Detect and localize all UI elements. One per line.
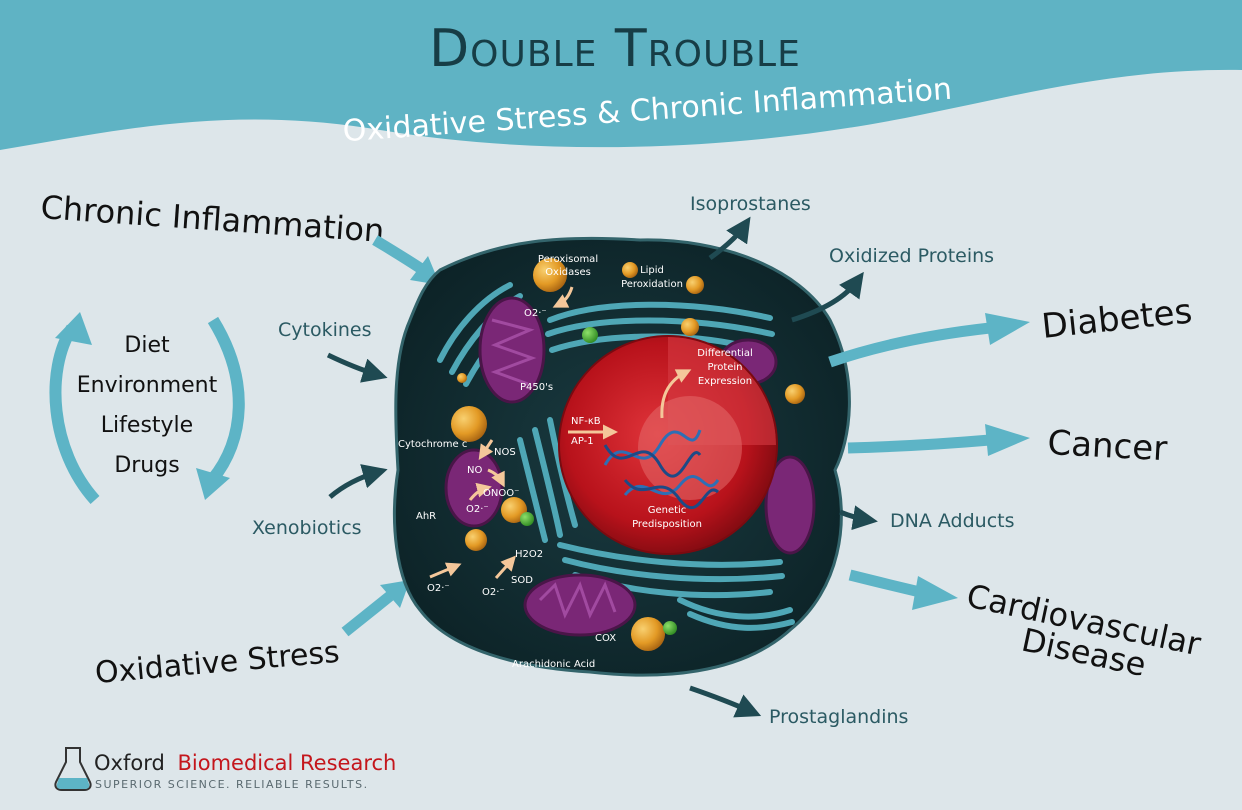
arrow-inflammation-to-cell [372,235,423,273]
vesicle-mid-left [451,406,487,442]
arrow-to-cardio [848,569,922,598]
logo-brand-black: Oxford [94,751,165,775]
label-o2-mid: O2·⁻ [466,504,489,515]
label-cytokines: Cytokines [278,319,372,341]
arrow-cytokines [326,352,388,383]
label-genetic-2: Predisposition [632,519,702,530]
label-p450: P450's [520,382,553,393]
arrow-xenobiotics [328,464,388,499]
cell: Peroxisomal Oxidases Lipid Peroxidation … [393,236,851,677]
label-chronic-inflammation: Chronic Inflammation [39,188,385,250]
arrow-cytochrome [478,439,494,460]
dna-helix-lower [623,475,720,510]
vesicle-right [785,384,805,404]
nucleus [558,335,778,555]
label-genetic-1: Genetic [648,505,687,516]
label-nfkb: NF-κB [571,416,601,427]
arrow-to-diabetes [828,322,991,368]
logo-tagline: SUPERIOR SCIENCE. RELIABLE RESULTS. [95,778,369,791]
arrow-dna-adducts [839,505,878,531]
vesicle-lower-left [465,529,487,551]
cycle-arrow-left [49,324,100,505]
cycle-arrowhead-left [55,312,92,345]
label-nos: NOS [494,447,516,458]
label-peroxisomal-2: Oxidases [545,267,591,278]
arrowhead-cardio [912,576,958,610]
dna-helix-upper [603,429,702,478]
cycle-arrowhead-right [196,468,230,500]
flask-icon [54,747,92,791]
label-o2-bottom: O2·⁻ [482,587,505,598]
page-title: Double Trouble [429,19,801,79]
cycle-arrow-right [207,316,245,484]
label-cancer: Cancer [1047,423,1169,469]
label-differential-1: Differential [697,348,753,359]
mitochondrion-upper [478,296,546,404]
arrow-peroxisome-o2 [552,286,574,308]
logo-brand-red: Biomedical Research [177,751,396,775]
label-sod: SOD [511,575,533,586]
label-arachidonic: Arachidonic Acid [512,659,595,670]
vesicle-green-2 [520,512,534,526]
label-no: NO [467,465,482,476]
arrowhead-cancer [985,424,1030,456]
vesicle-green-3 [663,621,677,635]
label-o2-top: O2·⁻ [524,308,547,319]
vesicle-top-right-2 [681,318,699,336]
label-oxidized-proteins: Oxidized Proteins [829,245,994,267]
cycle-item-drugs: Drugs [114,453,179,478]
label-ahr: AhR [416,511,436,522]
endoplasmic-reticulum [437,282,795,631]
arrowhead-diabetes [985,313,1030,345]
vesicle-lipid [622,262,638,278]
label-lipid-2: Peroxidation [621,279,683,290]
arrow-prostaglandins [689,685,762,718]
label-lipid-1: Lipid [640,265,664,276]
label-prostaglandins: Prostaglandins [769,706,908,728]
brand-logo: Oxford Biomedical Research SUPERIOR SCIE… [54,747,396,791]
label-oxidative-stress: Oxidative Stress [94,635,341,691]
arrow-differential [660,369,692,419]
label-diabetes: Diabetes [1040,291,1194,347]
arrow-sod-h2o2 [494,555,516,579]
label-peroxisomal-1: Peroxisomal [538,254,598,265]
label-xenobiotics: Xenobiotics [252,517,362,539]
label-o2-left: O2·⁻ [427,583,450,594]
label-cytochrome: Cytochrome c [398,439,467,450]
arrowhead-oxidative [380,580,410,608]
arrow-to-cancer [847,434,991,454]
mitochondrion-right [764,455,816,555]
vesicle-top-right [686,276,704,294]
cycle-item-lifestyle: Lifestyle [101,413,193,438]
mitochondrion-lower [523,573,637,637]
label-onoo: ONOO⁻ [483,488,519,499]
label-cox: COX [595,633,616,644]
arrow-o2-onoo [468,482,492,501]
vesicle-bottom [631,617,665,651]
mitochondrion-middle [444,448,504,528]
label-dna-adducts: DNA Adducts [890,510,1015,532]
label-h2o2: H2O2 [515,549,543,560]
vesicle-small-left [457,373,467,383]
arrow-oxidized-proteins [791,271,864,323]
cycle-item-diet: Diet [124,333,170,358]
arrow-isoprostanes [708,216,751,261]
label-differential-2: Protein [707,362,742,373]
vesicle-peroxisome [533,258,567,292]
label-differential-3: Expression [698,376,752,387]
label-ap1: AP-1 [571,436,594,447]
arrow-oxidative-to-cell [341,591,394,637]
header-banner [0,0,1242,150]
logo-brand: Oxford Biomedical Research [94,751,396,775]
arrow-o2-left [429,562,462,579]
arrow-no-onoo [487,468,505,488]
label-isoprostanes: Isoprostanes [690,193,811,215]
cycle-item-environment: Environment [77,373,218,398]
vesicle-green-1 [582,327,598,343]
